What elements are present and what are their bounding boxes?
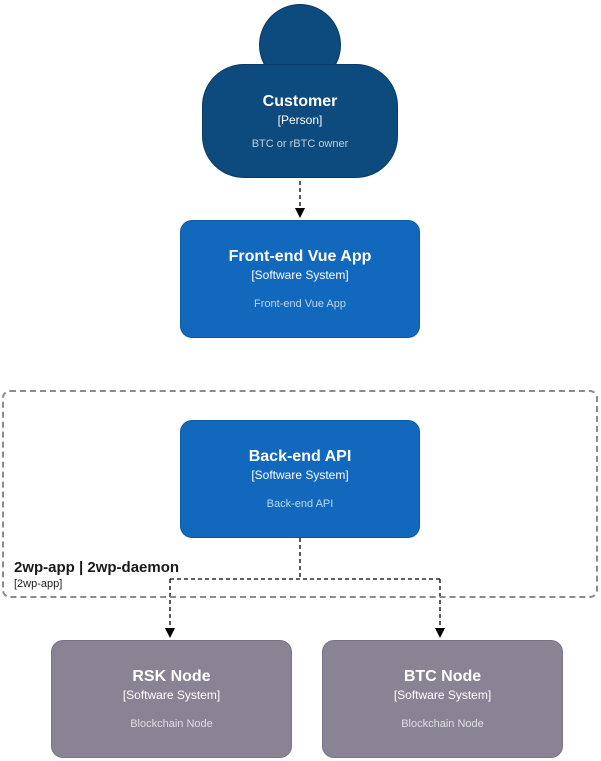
btc-node: BTC Node [Software System] Blockchain No… — [322, 640, 563, 758]
arrow-customer-to-frontend — [295, 181, 305, 218]
app-boundary: 2wp-app | 2wp-daemon [2wp-app] — [2, 390, 598, 598]
customer-person-node: Customer [Person] BTC or rBTC owner — [202, 64, 398, 178]
boundary-subtitle: [2wp-app] — [14, 578, 63, 590]
backend-system-node: Back-end API [Software System] Back-end … — [180, 420, 420, 538]
backend-description: Back-end API — [266, 498, 334, 510]
frontend-system-node: Front-end Vue App [Software System] Fron… — [180, 220, 420, 338]
customer-meta: [Person] — [277, 113, 323, 127]
backend-name: Back-end API — [248, 448, 352, 465]
backend-meta: [Software System] — [251, 468, 349, 482]
btc-name: BTC Node — [403, 668, 482, 685]
frontend-name: Front-end Vue App — [228, 248, 372, 265]
rsk-name: RSK Node — [132, 668, 211, 685]
btc-meta: [Software System] — [393, 688, 492, 702]
rsk-description: Blockchain Node — [130, 718, 213, 730]
btc-description: Blockchain Node — [401, 718, 484, 730]
customer-description: BTC or rBTC owner — [251, 138, 349, 150]
frontend-meta: [Software System] — [251, 268, 349, 282]
rsk-meta: [Software System] — [122, 688, 221, 702]
frontend-description: Front-end Vue App — [254, 298, 346, 310]
app-boundary-label: 2wp-app | 2wp-daemon [2wp-app] — [14, 558, 179, 591]
customer-name: Customer — [262, 93, 338, 110]
rsk-node: RSK Node [Software System] Blockchain No… — [51, 640, 292, 758]
boundary-title: 2wp-app | 2wp-daemon — [14, 559, 180, 576]
